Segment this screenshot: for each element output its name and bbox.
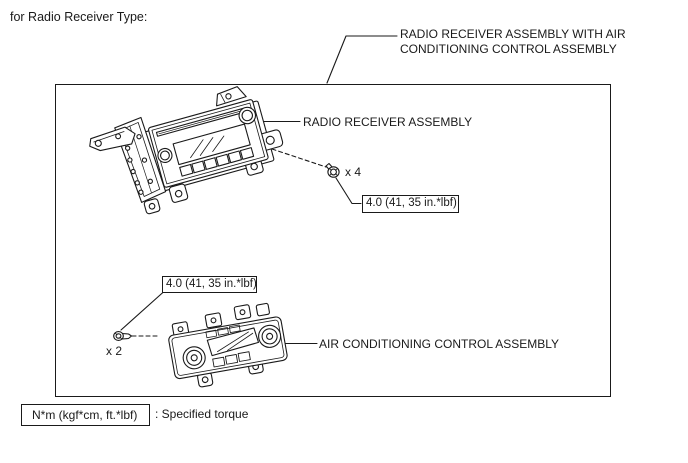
combo-assembly-label-line1: RADIO RECEIVER ASSEMBLY WITH AIR [400, 27, 626, 41]
torque-unit-legend-box: N*m (kgf*cm, ft.*lbf) [21, 404, 150, 426]
combo-assembly-label-line2: CONDITIONING CONTROL ASSEMBLY [400, 42, 617, 56]
radio-assembly-label: RADIO RECEIVER ASSEMBLY [303, 115, 473, 129]
radio-torque-spec-box: 4.0 (41, 35 in.*lbf) [362, 195, 459, 213]
radio-screw-count: x 4 [345, 165, 362, 179]
torque-legend-meaning: : Specified torque [155, 407, 249, 421]
diagram-frame [55, 84, 611, 397]
ac-torque-spec-box: 4.0 (41, 35 in.*lbf) [162, 276, 257, 293]
ac-screw-count: x 2 [106, 344, 123, 358]
ac-assembly-label: AIR CONDITIONING CONTROL ASSEMBLY [319, 337, 560, 351]
page-title: for Radio Receiver Type: [10, 10, 148, 24]
combo-leader-line [326, 35, 398, 84]
combo-assembly-label: RADIO RECEIVER ASSEMBLY WITH AIR CONDITI… [400, 27, 626, 57]
